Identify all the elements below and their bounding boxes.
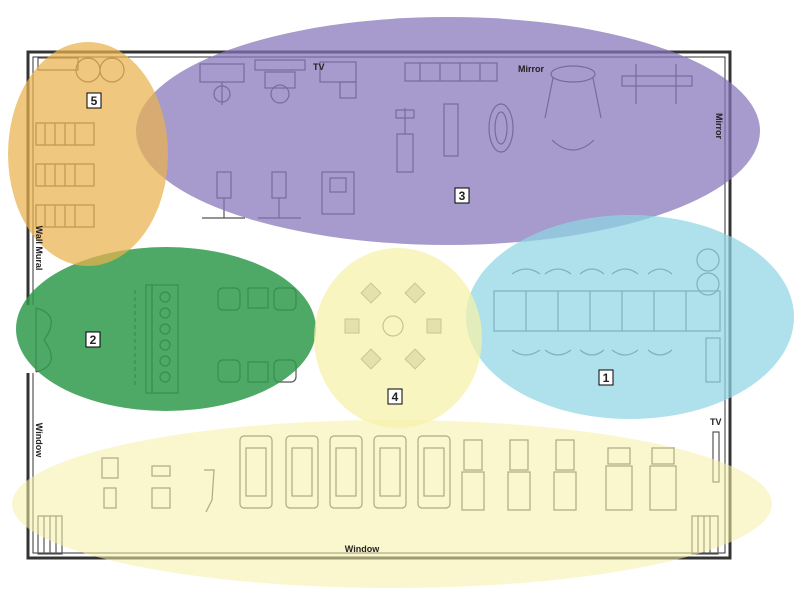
svg-text:2: 2 [90,333,97,347]
zones-layer [8,17,794,588]
svg-text:4: 4 [392,390,399,404]
zone-1 [466,215,794,419]
zone-4-label: 4 [387,388,403,405]
zone-3 [136,17,760,245]
zone-5-label: 5 [86,92,102,109]
zone-3-label: 3 [454,187,470,204]
zone-cardio [12,420,772,588]
mirror-top-label: Mirror [518,64,545,74]
window-bottom-label: Window [345,544,380,554]
svg-text:5: 5 [91,94,98,108]
mirror-right-label: Mirror [714,113,724,140]
window-left-label: Window [34,423,44,458]
zone-2 [16,247,316,411]
tv-top-label: TV [313,62,325,72]
tv-right-label: TV [710,417,722,427]
svg-text:3: 3 [459,189,466,203]
zone-5 [8,42,168,266]
zone-labels: 5 3 2 4 1 [85,92,614,405]
zone-2-label: 2 [85,331,101,348]
wall-mural-label: Wall Mural [34,226,44,271]
zone-1-label: 1 [598,369,614,386]
svg-text:1: 1 [603,371,610,385]
zone-4 [314,248,482,428]
